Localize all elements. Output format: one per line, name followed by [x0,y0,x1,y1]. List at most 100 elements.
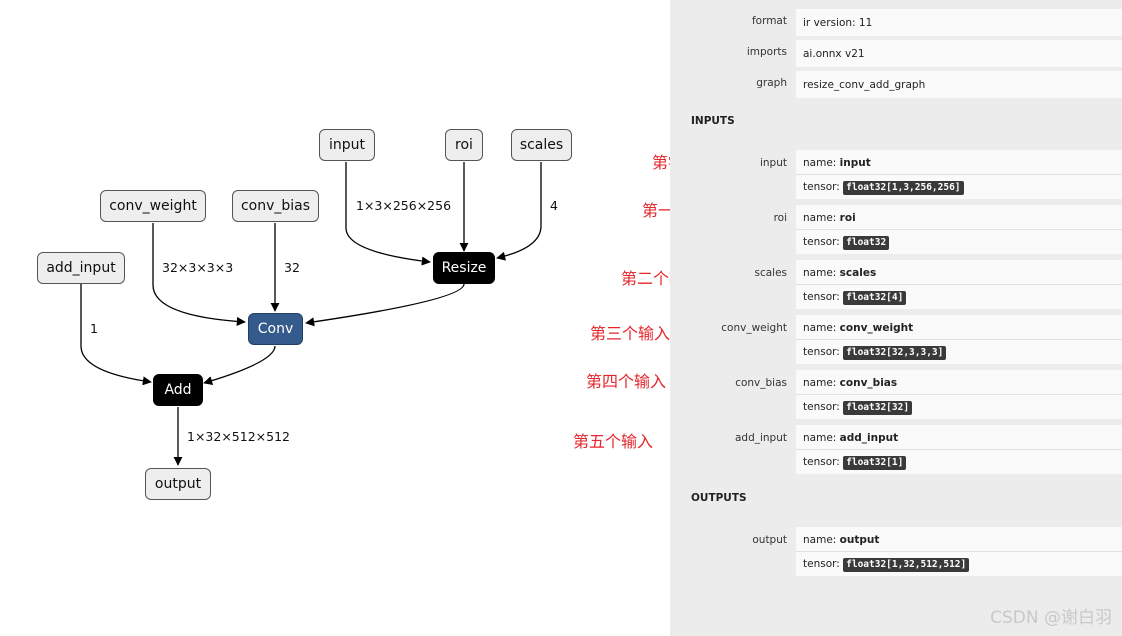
property-row-imports: imports ai.onnx v21 [670,40,1122,67]
input-name-line: name: conv_bias [803,377,897,389]
tensor-label: tensor: [803,236,840,248]
input-key: add_input [734,432,787,444]
name-label: name: [803,322,837,334]
tensor-label: tensor: [803,401,840,413]
tensor-label: tensor: [803,346,840,358]
node-conv-bias[interactable]: conv_bias [232,190,319,222]
divider [796,284,1122,285]
annotation-input-3: 第三个输入 [590,324,671,343]
input-details[interactable]: name: conv_weight tensor: float32[32,3,3… [796,315,1122,364]
tensor-type-badge: float32[32] [843,401,913,415]
output-name-line: name: output [803,534,879,546]
property-value[interactable]: resize_conv_add_graph [796,71,1122,98]
outputs-section-title: OUTPUTS [691,492,747,504]
input-details[interactable]: name: add_input tensor: float32[1] [796,425,1122,474]
input-name-line: name: add_input [803,432,898,444]
input-key: conv_weight [721,322,787,334]
edge-conv-add [203,345,276,386]
input-tensor-line: tensor: float32[1] [803,456,907,470]
tensor-label: tensor: [803,456,840,468]
input-name: roi [839,212,856,224]
tensor-type-badge: float32[1,32,512,512] [843,558,970,572]
input-name: scales [839,267,877,279]
input-entry-scales: scales name: scales tensor: float32[4] [670,260,1122,309]
property-value[interactable]: ai.onnx v21 [796,40,1122,67]
output-details[interactable]: name: output tensor: float32[1,32,512,51… [796,527,1122,576]
input-entry-conv-weight: conv_weight name: conv_weight tensor: fl… [670,315,1122,364]
edge-resize-conv [305,283,465,327]
divider [796,339,1122,340]
input-details[interactable]: name: scales tensor: float32[4] [796,260,1122,309]
annotation-input-4: 第四个输入 [586,372,667,391]
property-row-format: format ir version: 11 [670,9,1122,36]
node-conv[interactable]: Conv [248,313,303,345]
tensor-label: tensor: [803,291,840,303]
name-label: name: [803,432,837,444]
name-label: name: [803,157,837,169]
edge-input-resize [345,162,431,266]
graph-edges [80,162,542,466]
input-name-line: name: input [803,157,871,169]
node-resize[interactable]: Resize [433,252,495,284]
node-conv-weight[interactable]: conv_weight [100,190,206,222]
inputs-section-title: INPUTS [691,115,735,127]
input-tensor-line: tensor: float32[1,3,256,256] [803,181,964,195]
output-name: output [839,534,880,546]
input-tensor-line: tensor: float32[4] [803,291,907,305]
name-label: name: [803,377,837,389]
input-entry-add-input: add_input name: add_input tensor: float3… [670,425,1122,474]
input-details[interactable]: name: input tensor: float32[1,3,256,256] [796,150,1122,199]
input-key: input [759,157,787,169]
input-name: add_input [839,432,899,444]
input-details[interactable]: name: roi tensor: float32 [796,205,1122,254]
edge-label-add-output: 1×32×512×512 [187,429,290,444]
input-entry-conv-bias: conv_bias name: conv_bias tensor: float3… [670,370,1122,419]
input-key: roi [773,212,787,224]
node-input[interactable]: input [319,129,375,161]
input-details[interactable]: name: conv_bias tensor: float32[32] [796,370,1122,419]
input-name: input [839,157,871,169]
tensor-label: tensor: [803,181,840,193]
property-row-graph: graph resize_conv_add_graph [670,71,1122,98]
input-tensor-line: tensor: float32[32] [803,401,913,415]
property-value[interactable]: ir version: 11 [796,9,1122,36]
name-label: name: [803,267,837,279]
name-label: name: [803,212,837,224]
divider [796,449,1122,450]
edge-label-input-resize: 1×3×256×256 [356,198,452,213]
input-entry-input: input name: input tensor: float32[1,3,25… [670,150,1122,199]
input-entry-roi: roi name: roi tensor: float32 [670,205,1122,254]
divider [796,174,1122,175]
input-tensor-line: tensor: float32 [803,236,890,250]
output-tensor-line: tensor: float32[1,32,512,512] [803,558,970,572]
input-key: conv_bias [735,377,787,389]
input-name: conv_weight [839,322,914,334]
name-label: name: [803,534,837,546]
edge-add-input-add [80,284,152,386]
node-output[interactable]: output [145,468,211,500]
edge-label-conv-weight-conv: 32×3×3×3 [162,260,234,275]
node-scales[interactable]: scales [511,129,572,161]
node-add-input[interactable]: add_input [37,252,125,284]
input-name-line: name: roi [803,212,856,224]
divider [796,394,1122,395]
output-entry-output: output name: output tensor: float32[1,32… [670,527,1122,576]
edge-label-scales-resize: 4 [550,198,558,213]
input-name-line: name: scales [803,267,876,279]
graph-canvas: input roi scales conv_weight conv_bias a… [37,129,572,500]
tensor-type-badge: float32[1] [843,456,907,470]
property-key: graph [756,77,787,89]
input-name-line: name: conv_weight [803,322,913,334]
edge-conv-weight-conv [152,223,246,327]
edge-label-add-input-add: 1 [90,321,98,336]
divider [796,229,1122,230]
tensor-type-badge: float32[4] [843,291,907,305]
node-add[interactable]: Add [153,374,203,406]
input-tensor-line: tensor: float32[32,3,3,3] [803,346,947,360]
node-roi[interactable]: roi [445,129,483,161]
input-key: scales [754,267,787,279]
tensor-type-badge: float32 [843,236,890,250]
property-key: imports [746,46,787,58]
divider [796,551,1122,552]
model-properties-sidebar: format ir version: 11 imports ai.onnx v2… [670,0,1122,636]
